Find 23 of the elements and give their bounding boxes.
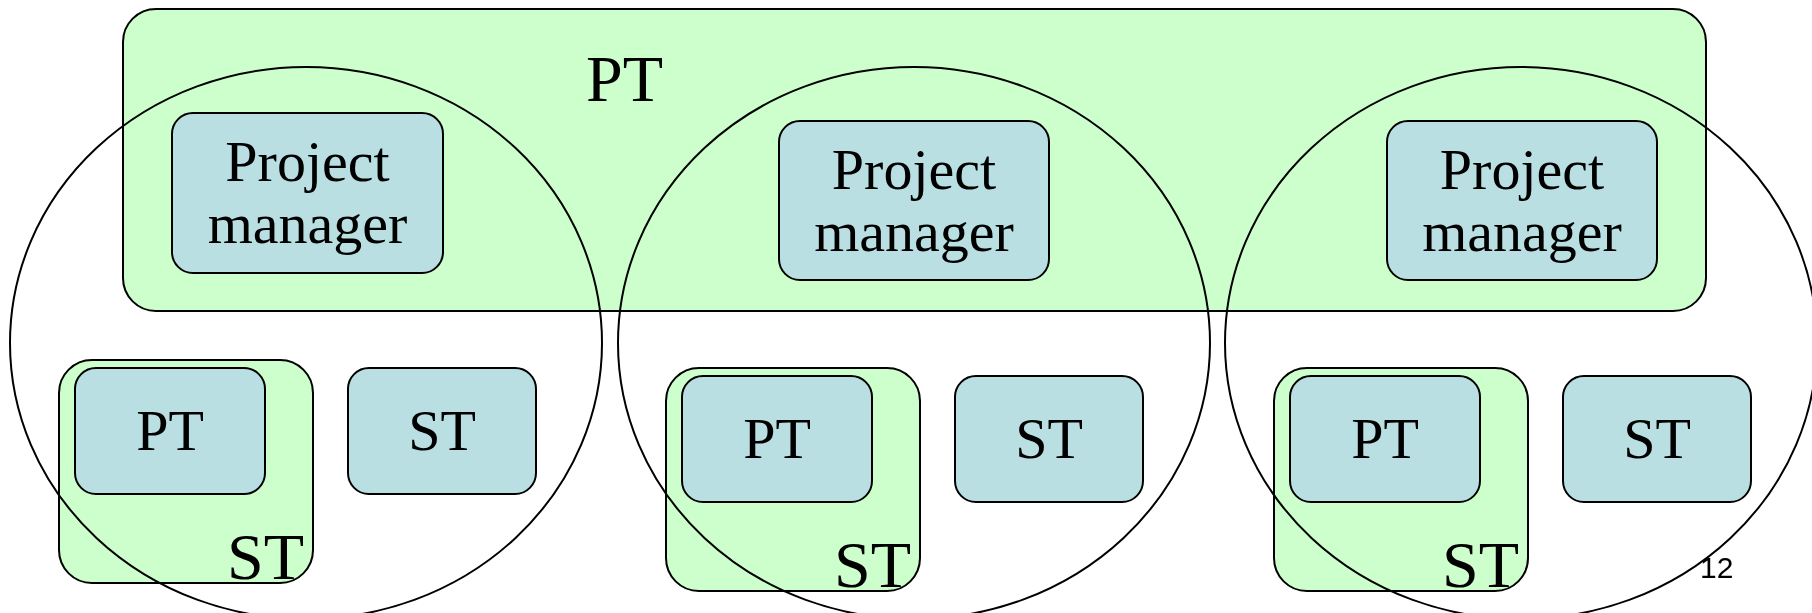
role-box	[171, 112, 444, 274]
role-label: ST	[408, 400, 476, 462]
role-box	[954, 375, 1144, 503]
group-label: ST	[1441, 534, 1519, 596]
role-label: PT	[136, 400, 204, 462]
page-number: 12	[1700, 552, 1734, 584]
group-label: ST	[226, 526, 304, 588]
role-label: PT	[1351, 408, 1419, 470]
role-label: Project manager	[813, 138, 1015, 263]
role-box	[1386, 120, 1658, 281]
role-box	[681, 375, 873, 503]
group-label: ST	[833, 534, 911, 596]
role-box	[1562, 375, 1752, 503]
role-label: Project manager	[1421, 138, 1623, 263]
role-label: ST	[1623, 408, 1691, 470]
role-box	[74, 367, 266, 495]
role-box	[347, 367, 537, 495]
group-label: PT	[586, 48, 664, 110]
role-label: Project manager	[206, 131, 409, 255]
role-label: ST	[1015, 408, 1083, 470]
role-label: PT	[743, 408, 811, 470]
role-box	[1289, 375, 1481, 503]
role-box	[778, 120, 1050, 281]
